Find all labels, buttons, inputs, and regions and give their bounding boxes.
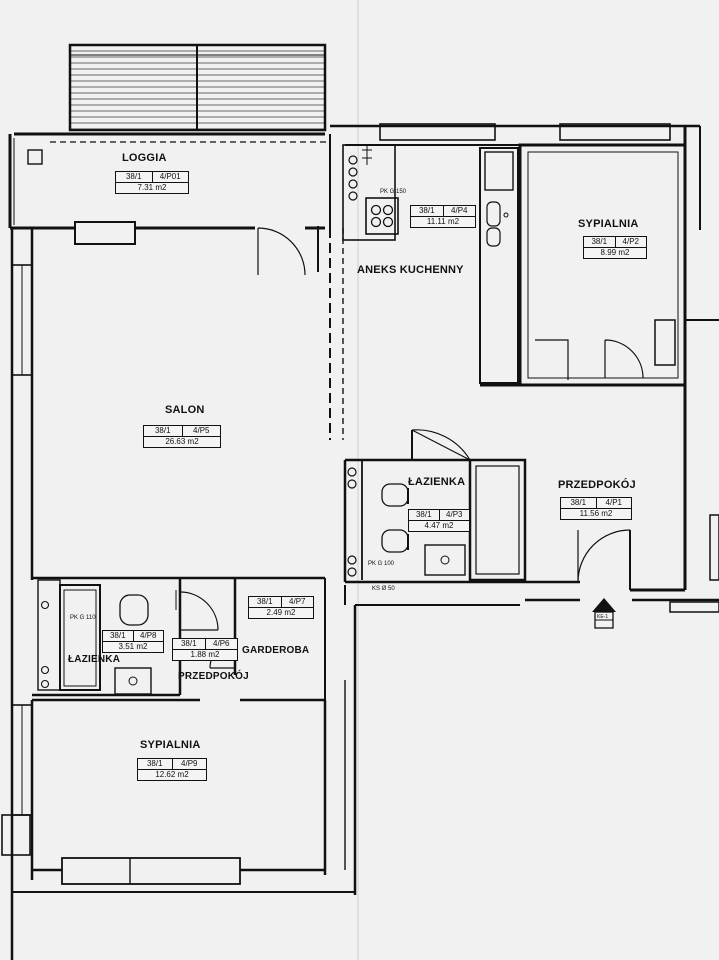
kitchen-counter (342, 144, 399, 241)
room-tag-loggia: 38/1 4/P01 7.31 m2 (115, 171, 189, 194)
room-name-salon: SALON (165, 404, 205, 416)
room-id-a: 38/1 (125, 172, 142, 181)
room-id-a: 38/1 (415, 510, 432, 519)
room-name-bedroom-1: SYPIALNIA (578, 218, 639, 230)
room-id-b: 4/P3 (438, 510, 470, 520)
room-id-b: 4/P01 (151, 172, 189, 182)
room-id-a: 38/1 (154, 426, 171, 435)
duct-label-kitchen: PK G 150 (380, 189, 407, 195)
room-tag-hallway-1: 38/1 4/P1 11.56 m2 (560, 497, 632, 520)
room-area: 1.88 m2 (190, 650, 220, 659)
room-id-a: 38/1 (256, 597, 273, 606)
room-id-b: 4/P2 (614, 237, 647, 247)
room-area: 12.62 m2 (155, 770, 189, 779)
corridor-walls (344, 585, 520, 895)
room-name-bathroom-1: ŁAZIENKA (408, 476, 466, 488)
duct-label-bathroom-1: PK G 100 (368, 561, 395, 567)
room-tag-salon: 38/1 4/P5 26.63 m2 (143, 425, 221, 448)
duct-label-bathroom-1-sewer: KS Ø 50 (372, 586, 395, 592)
room-tag-bathroom-2: 38/1 4/P8 3.51 m2 (102, 630, 164, 653)
left-wall (1, 228, 34, 960)
duct-label-bathroom-2: PK G 110 (70, 615, 96, 621)
room-name-bedroom-2: SYPIALNIA (140, 739, 201, 751)
room-name-kitchen: ANEKS KUCHENNY (357, 264, 464, 276)
loggia-outline (8, 132, 331, 245)
room-id-b: 4/P6 (204, 639, 238, 649)
kitchen-top-wall (330, 123, 700, 146)
room-area: 11.56 m2 (579, 509, 613, 518)
room-id-b: 4/P1 (595, 498, 632, 508)
room-id-a: 38/1 (591, 237, 608, 246)
bedroom-2-walls (12, 698, 355, 893)
room-area: 4.47 m2 (424, 521, 454, 530)
bathroom-2-walls (32, 576, 326, 702)
room-id-b: 4/P8 (132, 631, 164, 641)
room-tag-hallway-2: 38/1 4/P6 1.88 m2 (172, 638, 238, 661)
entry-label: KE-1 (597, 614, 609, 620)
balcony-railing (68, 43, 327, 132)
room-name-wardrobe: GARDEROBA (242, 645, 310, 656)
room-id-a: 38/1 (109, 631, 126, 640)
room-id-b: 4/P7 (280, 597, 314, 607)
room-tag-wardrobe: 38/1 4/P7 2.49 m2 (248, 596, 314, 619)
room-name-loggia: LOGGIA (122, 152, 167, 164)
room-tag-kitchen: 38/1 4/P4 11.11 m2 (410, 205, 476, 228)
room-id-a: 38/1 (418, 206, 435, 215)
salon-kitchen-divider (317, 226, 344, 440)
room-id-a: 38/1 (180, 639, 197, 648)
entry-arrow (592, 598, 616, 629)
room-area: 11.11 m2 (426, 217, 460, 226)
room-id-b: 4/P4 (442, 206, 476, 216)
room-tag-bedroom-2: 38/1 4/P9 12.62 m2 (137, 758, 207, 781)
bathroom-1-walls (343, 429, 580, 584)
room-area: 26.63 m2 (165, 437, 199, 446)
salon-loggia-door (257, 226, 325, 276)
room-area: 8.99 m2 (600, 248, 630, 257)
room-id-a: 38/1 (146, 759, 163, 768)
bedroom-1-walls (480, 126, 719, 590)
room-name-hallway-2: PRZEDPOKÓJ (178, 671, 249, 682)
room-tag-bathroom-1: 38/1 4/P3 4.47 m2 (408, 509, 470, 532)
room-area: 2.49 m2 (266, 608, 296, 617)
room-id-a: 38/1 (570, 498, 587, 507)
room-id-b: 4/P5 (181, 426, 221, 436)
room-id-b: 4/P9 (171, 759, 207, 769)
room-name-bathroom-2: ŁAZIENKA (68, 654, 121, 665)
room-name-hallway-1: PRZEDPOKÓJ (558, 479, 636, 491)
entry-door (525, 514, 719, 613)
kitchen-sink-counter (479, 147, 519, 384)
room-area: 7.31 m2 (137, 183, 167, 192)
room-tag-bedroom-1: 38/1 4/P2 8.99 m2 (583, 236, 647, 259)
room-area: 3.51 m2 (118, 642, 148, 651)
